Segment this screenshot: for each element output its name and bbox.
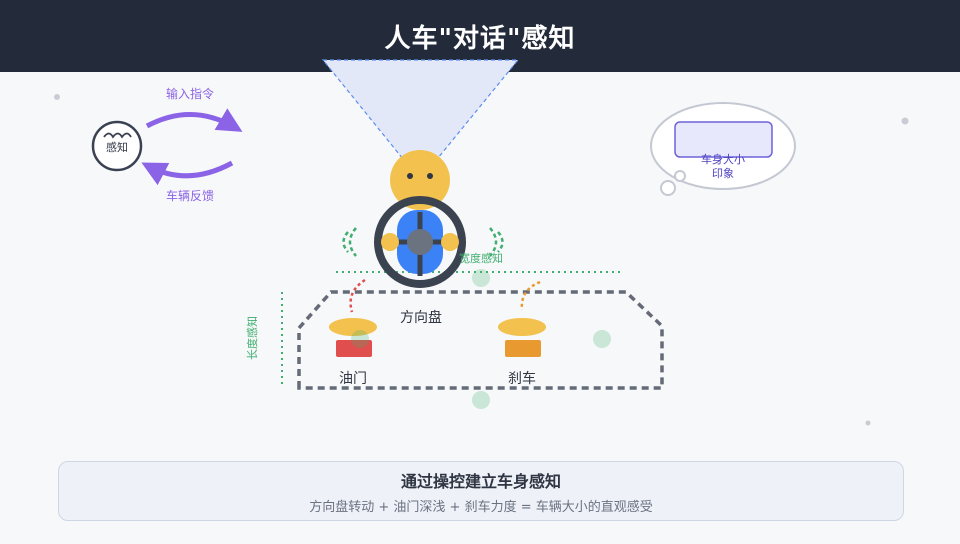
brake-foot	[498, 318, 546, 336]
vision-cone	[321, 59, 520, 181]
brake-pedal	[498, 318, 546, 357]
perception-label: 感知	[106, 140, 128, 154]
driver-hand	[381, 233, 399, 251]
car-size-icon	[674, 121, 773, 158]
brain-icon	[103, 132, 132, 139]
steering-label: 方向盘	[400, 309, 442, 326]
accent-dot	[593, 330, 611, 348]
bubble-tail-dot	[674, 170, 686, 182]
brake-pedal-block	[505, 340, 541, 357]
bubble-text-line1: 车身大小	[701, 152, 745, 166]
driver-eye	[407, 173, 413, 179]
decor-dot	[54, 94, 60, 100]
accent-dot	[472, 391, 490, 409]
throttle-link	[349, 278, 366, 313]
accent-dot	[351, 330, 369, 348]
steering-hub	[407, 229, 433, 255]
car-body-outline	[297, 290, 664, 390]
perception-loop: 感知 输入指令 车辆反馈	[91, 86, 243, 203]
input-command-label: 输入指令	[166, 86, 214, 101]
bubble-tail-dot	[660, 180, 676, 196]
right-wave-icon	[497, 231, 504, 253]
brake-link	[520, 280, 541, 311]
throttle-foot	[329, 318, 377, 336]
summary-title: 通过操控建立车身感知	[400, 471, 561, 491]
steering-wheel	[374, 196, 466, 288]
feedback-label: 车辆反馈	[166, 188, 214, 203]
throttle-label: 油门	[339, 371, 367, 387]
left-wave-icon	[348, 227, 357, 257]
length-sense-label: 长度感知	[245, 316, 259, 360]
steering-wheel-rim	[374, 196, 466, 288]
driver-head	[390, 150, 450, 210]
driver-hand	[441, 233, 459, 251]
decor-dot	[865, 420, 871, 426]
throttle-pedal	[329, 318, 377, 357]
left-wave-icon	[342, 231, 349, 253]
page-title: 人车"对话"感知	[384, 23, 576, 54]
right-wave-icon	[489, 227, 498, 257]
thought-bubble: 车身大小 印象	[650, 102, 796, 196]
brake-label: 刹车	[508, 370, 536, 387]
throttle-pedal-block	[336, 340, 372, 357]
bubble-text-line2: 印象	[712, 167, 734, 180]
summary-text: 方向盘转动 + 油门深浅 + 刹车力度 = 车辆大小的直观感受	[309, 499, 653, 515]
input-arrow	[145, 108, 243, 132]
width-sense-label: 宽度感知	[459, 251, 503, 265]
accent-dot	[472, 269, 490, 287]
driver-eye	[427, 173, 433, 179]
decor-dot	[901, 117, 909, 125]
summary-box: 通过操控建立车身感知 方向盘转动 + 油门深浅 + 刹车力度 = 车辆大小的直观…	[58, 461, 904, 521]
feedback-arrow	[141, 160, 234, 186]
